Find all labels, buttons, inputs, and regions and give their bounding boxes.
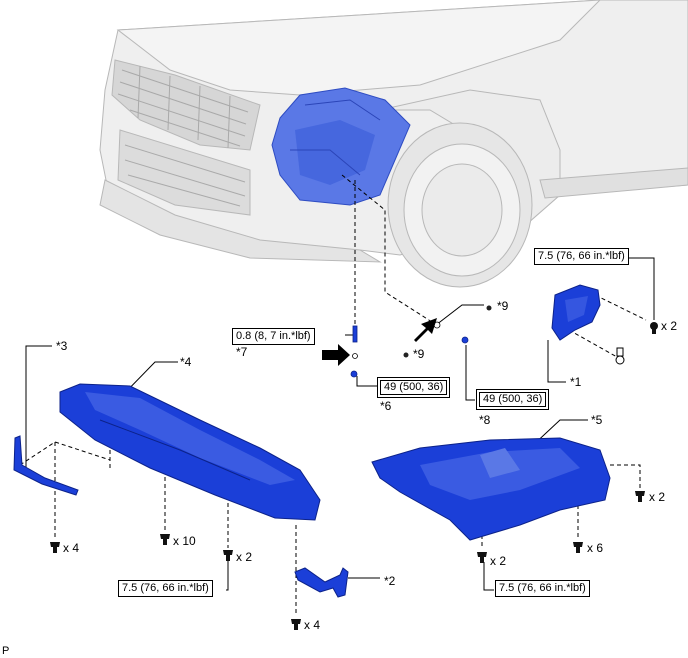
cover-5-part: [371, 437, 611, 541]
torque-fender-liner: 7.5 (76, 66 in.*lbf): [534, 248, 629, 265]
callout-9-lower: *9: [413, 347, 425, 361]
qty-cover-4-mid: x 10: [173, 534, 196, 548]
qty-cover-4-right: x 2: [236, 550, 253, 564]
torque-bolt-8: 49 (500, 36): [476, 389, 550, 410]
torque-clip: 0.8 (8, 7 in.*lbf): [232, 328, 315, 345]
callout-6: *6: [380, 399, 392, 413]
bracket-2-part: [294, 567, 349, 598]
dark-dots: [403, 305, 492, 358]
fasteners: [350, 321, 469, 378]
callout-5: *5: [591, 413, 603, 427]
screws: [50, 322, 658, 630]
qty-cover-5-bottom-mid: x 6: [587, 541, 604, 555]
fender-liner-part: [551, 284, 601, 341]
leader-lines: [19, 174, 655, 615]
corner-mark: P: [2, 645, 10, 657]
qty-cover-5-bottom-left: x 2: [490, 554, 507, 568]
callout-9-upper: *9: [497, 299, 509, 313]
bracket-3-part: [13, 435, 79, 496]
callout-2: *2: [384, 574, 396, 588]
callout-7: *7: [236, 345, 248, 359]
qty-bracket-3: x 4: [63, 541, 80, 555]
callout-8: *8: [479, 413, 491, 427]
torque-bolt-6-value: 49 (500, 36): [380, 380, 448, 395]
callout-3: *3: [56, 339, 68, 353]
torque-cover-4: 7.5 (76, 66 in.*lbf): [118, 580, 213, 597]
torque-bolt-8-value: 49 (500, 36): [479, 392, 547, 407]
qty-bracket-2: x 4: [304, 618, 321, 632]
torque-bolt-6: 49 (500, 36): [377, 377, 451, 398]
direction-arrows: [322, 318, 437, 366]
clip-620: [615, 347, 625, 365]
torque-cover-5: 7.5 (76, 66 in.*lbf): [495, 580, 590, 597]
callout-1: *1: [570, 375, 582, 389]
qty-cover-5-right: x 2: [649, 490, 666, 504]
headlight-highlight: [271, 87, 411, 206]
qty-fender: x 2: [661, 319, 678, 333]
callout-4: *4: [180, 355, 192, 369]
cover-4-part: [59, 383, 321, 521]
